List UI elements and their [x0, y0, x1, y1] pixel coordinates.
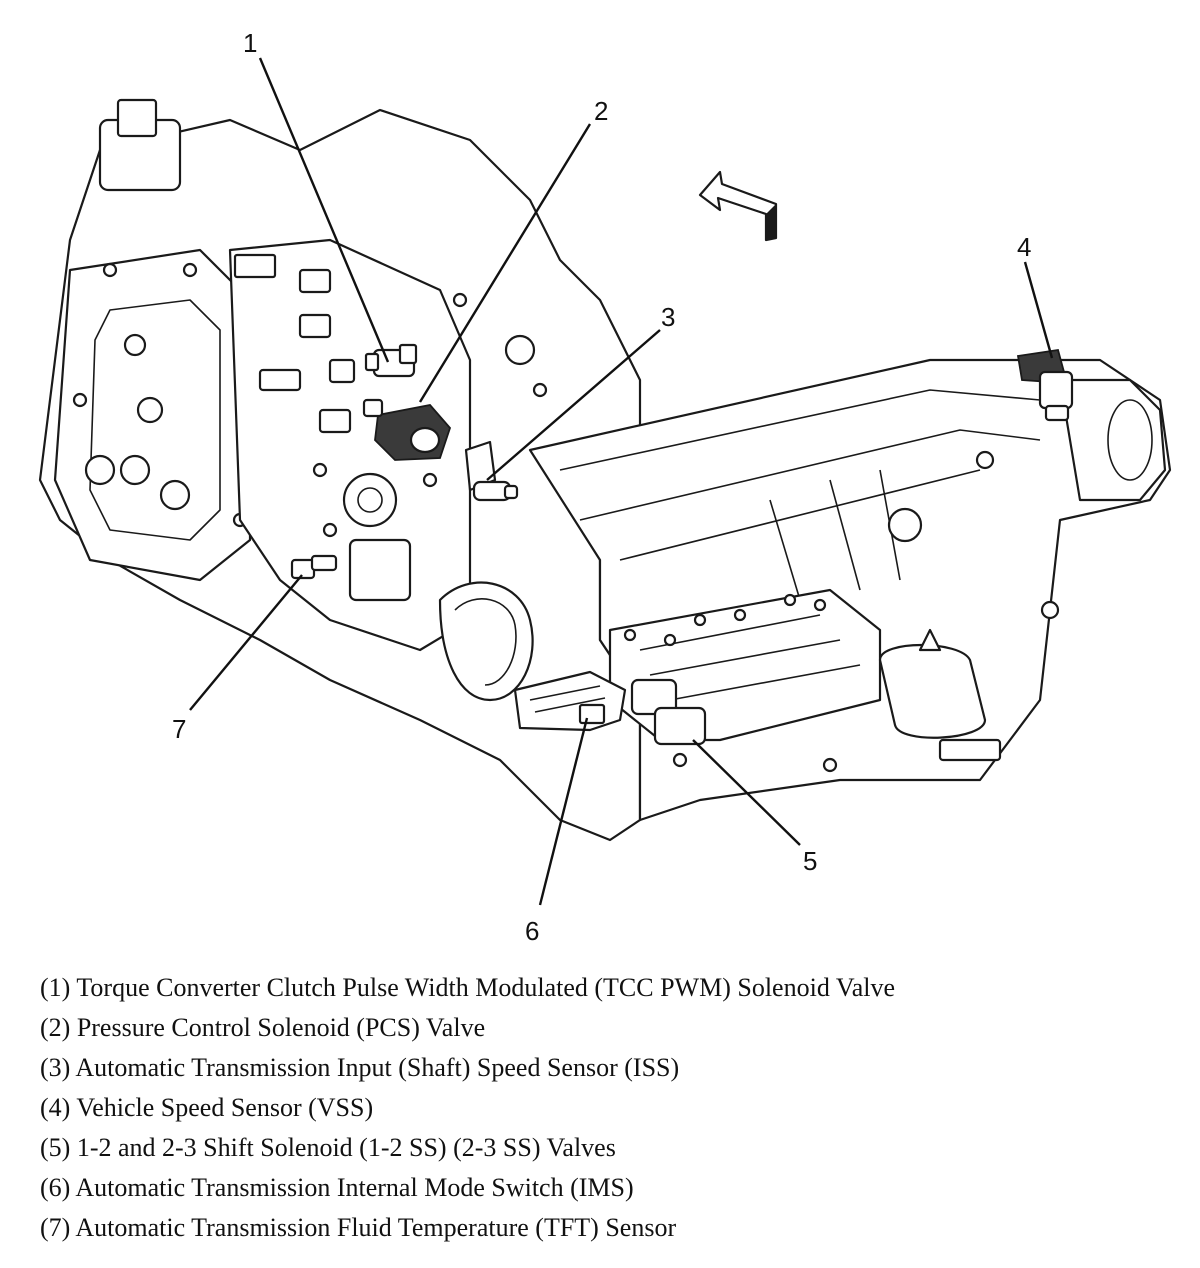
callout-7: 7: [172, 714, 186, 744]
legend-item-4: (4) Vehicle Speed Sensor (VSS): [40, 1093, 374, 1122]
leader-6: [538, 717, 589, 906]
legend-item-7: (7) Automatic Transmission Fluid Tempera…: [40, 1213, 677, 1242]
vss-sensor: [1016, 348, 1074, 422]
leader-1: [258, 57, 390, 363]
callout-4: 4: [1017, 232, 1031, 262]
callout-2: 2: [594, 96, 608, 126]
callout-numbers: 1 2 3 4 5 6 7: [172, 28, 1031, 946]
leader-5: [692, 739, 801, 846]
lower-valve-body: [513, 588, 1002, 762]
legend-item-3: (3) Automatic Transmission Input (Shaft)…: [40, 1053, 680, 1082]
legend-item-2: (2) Pressure Control Solenoid (PCS) Valv…: [40, 1013, 486, 1042]
transmission-diagram: 1 2 3 4 5 6 7: [38, 28, 1172, 946]
callout-3: 3: [661, 302, 675, 332]
legend-item-1: (1) Torque Converter Clutch Pulse Width …: [40, 973, 896, 1002]
leader-2: [418, 123, 592, 403]
front-direction-arrow-icon: [698, 170, 778, 242]
callout-5: 5: [803, 846, 817, 876]
tft-sensor: [290, 554, 338, 580]
legend-item-5: (5) 1-2 and 2-3 Shift Solenoid (1-2 SS) …: [40, 1133, 616, 1162]
callout-1: 1: [243, 28, 257, 58]
tcc-pwm-solenoid: [364, 343, 418, 378]
component-legend: (1) Torque Converter Clutch Pulse Width …: [40, 968, 1160, 1248]
leader-7: [189, 574, 303, 711]
leader-3: [486, 329, 661, 481]
callout-6: 6: [525, 916, 539, 946]
leader-4: [1023, 261, 1054, 359]
leader-lines: [189, 57, 1054, 906]
pcs-solenoid: [362, 398, 452, 461]
transmission-case-left: [38, 98, 642, 842]
legend-item-6: (6) Automatic Transmission Internal Mode…: [40, 1173, 634, 1202]
